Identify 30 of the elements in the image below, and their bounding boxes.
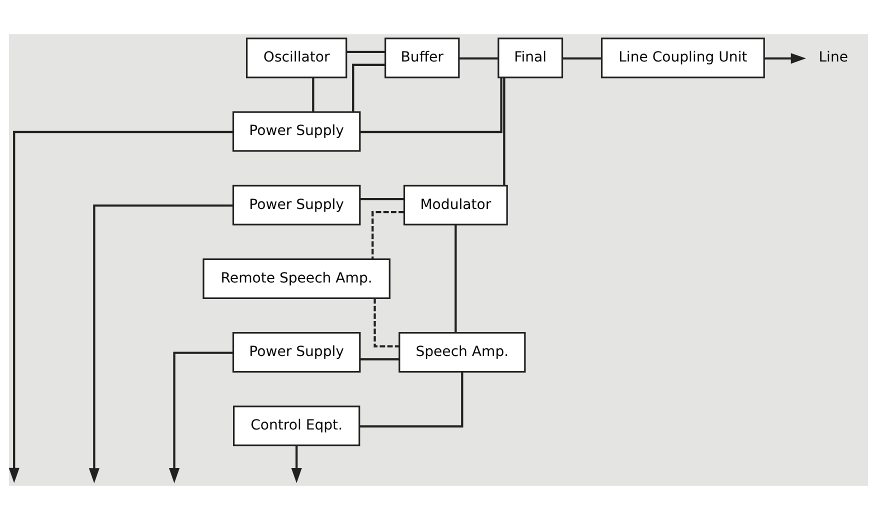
connector <box>312 78 314 112</box>
connector <box>359 198 404 200</box>
node-box: Control Eqpt. <box>232 406 360 446</box>
node-box: Modulator <box>402 184 508 226</box>
connector <box>502 77 505 186</box>
connector <box>371 211 404 260</box>
connector <box>458 57 498 60</box>
connector <box>359 372 463 428</box>
connector <box>346 50 385 53</box>
arrow <box>88 204 233 484</box>
connector <box>360 358 399 360</box>
connector <box>454 224 456 333</box>
arrow <box>8 130 233 484</box>
arrow <box>764 53 806 64</box>
connector <box>352 64 385 112</box>
node-box: Power Supply <box>232 332 360 373</box>
node-box: Line Coupling Unit <box>600 38 764 78</box>
node-box: Final <box>497 38 563 78</box>
connector <box>373 298 399 348</box>
node-box: Speech Amp. <box>398 332 526 373</box>
connector <box>359 78 502 134</box>
node-box: Power Supply <box>232 111 360 152</box>
arrow <box>168 352 232 484</box>
arrow <box>290 445 302 484</box>
node-box: Oscillator <box>245 38 347 78</box>
node-text: Line <box>818 50 848 66</box>
connector <box>562 57 602 60</box>
node-box: Power Supply <box>232 184 360 226</box>
node-box: Remote Speech Amp. <box>202 258 390 299</box>
node-box: Buffer <box>384 38 460 78</box>
